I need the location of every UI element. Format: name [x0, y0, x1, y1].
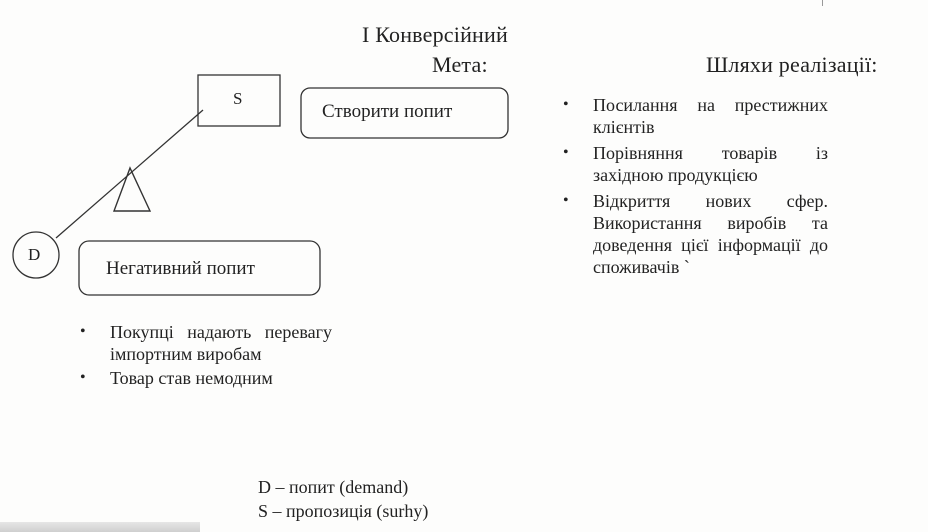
list-item: Покупці надають перевагу імпортним вироб…: [80, 321, 332, 365]
list-item: Товар став немодним: [80, 367, 332, 389]
legend-d: D – попит (demand): [258, 477, 409, 497]
scan-mark: [822, 0, 833, 6]
list-item: Порівняння товарів із західною продукціє…: [563, 142, 828, 186]
list-item: Відкриття нових сфер. Використання вироб…: [563, 190, 828, 278]
goal-label: Мета:: [432, 52, 488, 77]
ways-label: Шляхи реалізації:: [706, 52, 878, 77]
legend: D – попит (demand) S – пропозиція (surhy…: [258, 475, 428, 523]
negative-demand-box: [78, 240, 321, 296]
goal-box: [300, 87, 509, 139]
scan-edge: [0, 522, 200, 532]
goal-box-label: Створити попит: [322, 101, 453, 122]
s-node-label: S: [233, 89, 243, 108]
implementation-ways: Посилання на престижних клієнтів Порівня…: [563, 94, 828, 278]
negative-demand-reasons: Покупці надають перевагу імпортним вироб…: [80, 321, 332, 389]
fulcrum-triangle: [112, 166, 152, 212]
d-circle: [12, 231, 60, 279]
negative-box-label: Негативний попит: [106, 258, 255, 279]
legend-s: S – пропозиція (surhy): [258, 501, 429, 521]
s-box: [197, 74, 281, 127]
d-node-label: D: [28, 245, 41, 264]
diagram-title: І Конверсійний: [362, 22, 508, 47]
list-item: Посилання на престижних клієнтів: [563, 94, 828, 138]
lever-line: [55, 109, 204, 239]
